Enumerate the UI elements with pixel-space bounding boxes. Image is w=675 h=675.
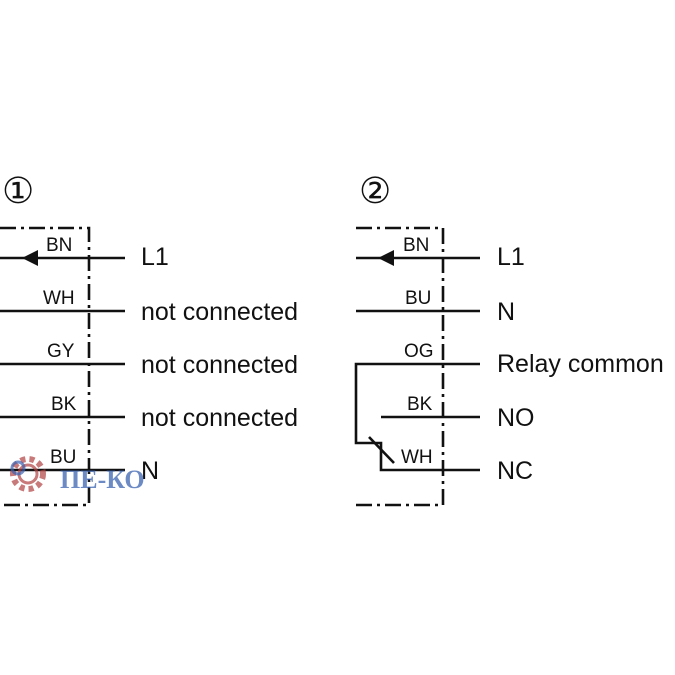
wire-function: NO (497, 404, 535, 432)
diagram-1-number: ① (2, 171, 34, 212)
wire-function: L1 (141, 243, 169, 271)
wire-code: WH (401, 447, 433, 468)
diagram-2: ② BN BU OG BK WH L1 N Relay common NO NC (354, 171, 664, 507)
wire-code: BU (405, 288, 431, 309)
wire-function: not connected (141, 351, 298, 379)
watermark: ПЕ-КО (10, 456, 145, 494)
diagram-1-housing (0, 226, 91, 507)
wire-code: BK (407, 394, 433, 415)
relay-switch (368, 436, 395, 464)
wire-2-og-nc (354, 362, 480, 472)
wire-function: N (141, 457, 159, 485)
gear-icon (10, 456, 46, 492)
wire-code: GY (47, 341, 75, 362)
wire-code: BN (46, 235, 72, 256)
wire-code: BN (403, 235, 429, 256)
diagram-2-housing (356, 226, 445, 507)
wire-code: OG (404, 341, 434, 362)
wire-code: WH (43, 288, 75, 309)
wire-function: not connected (141, 404, 298, 432)
watermark-text: ПЕ-КО (60, 465, 145, 494)
wire-function: not connected (141, 298, 298, 326)
input-arrow-icon (22, 250, 38, 266)
wire-function: L1 (497, 243, 525, 271)
wire-code: BU (50, 447, 76, 468)
wire-function: NC (497, 457, 533, 485)
input-arrow-icon (378, 250, 394, 266)
wire-code: BK (51, 394, 77, 415)
diagram-2-number: ② (359, 171, 391, 212)
wire-function: N (497, 298, 515, 326)
wire-function: Relay common (497, 350, 664, 378)
diagram-1: ① BN WH GY BK BU L1 not connected not co… (0, 171, 298, 507)
